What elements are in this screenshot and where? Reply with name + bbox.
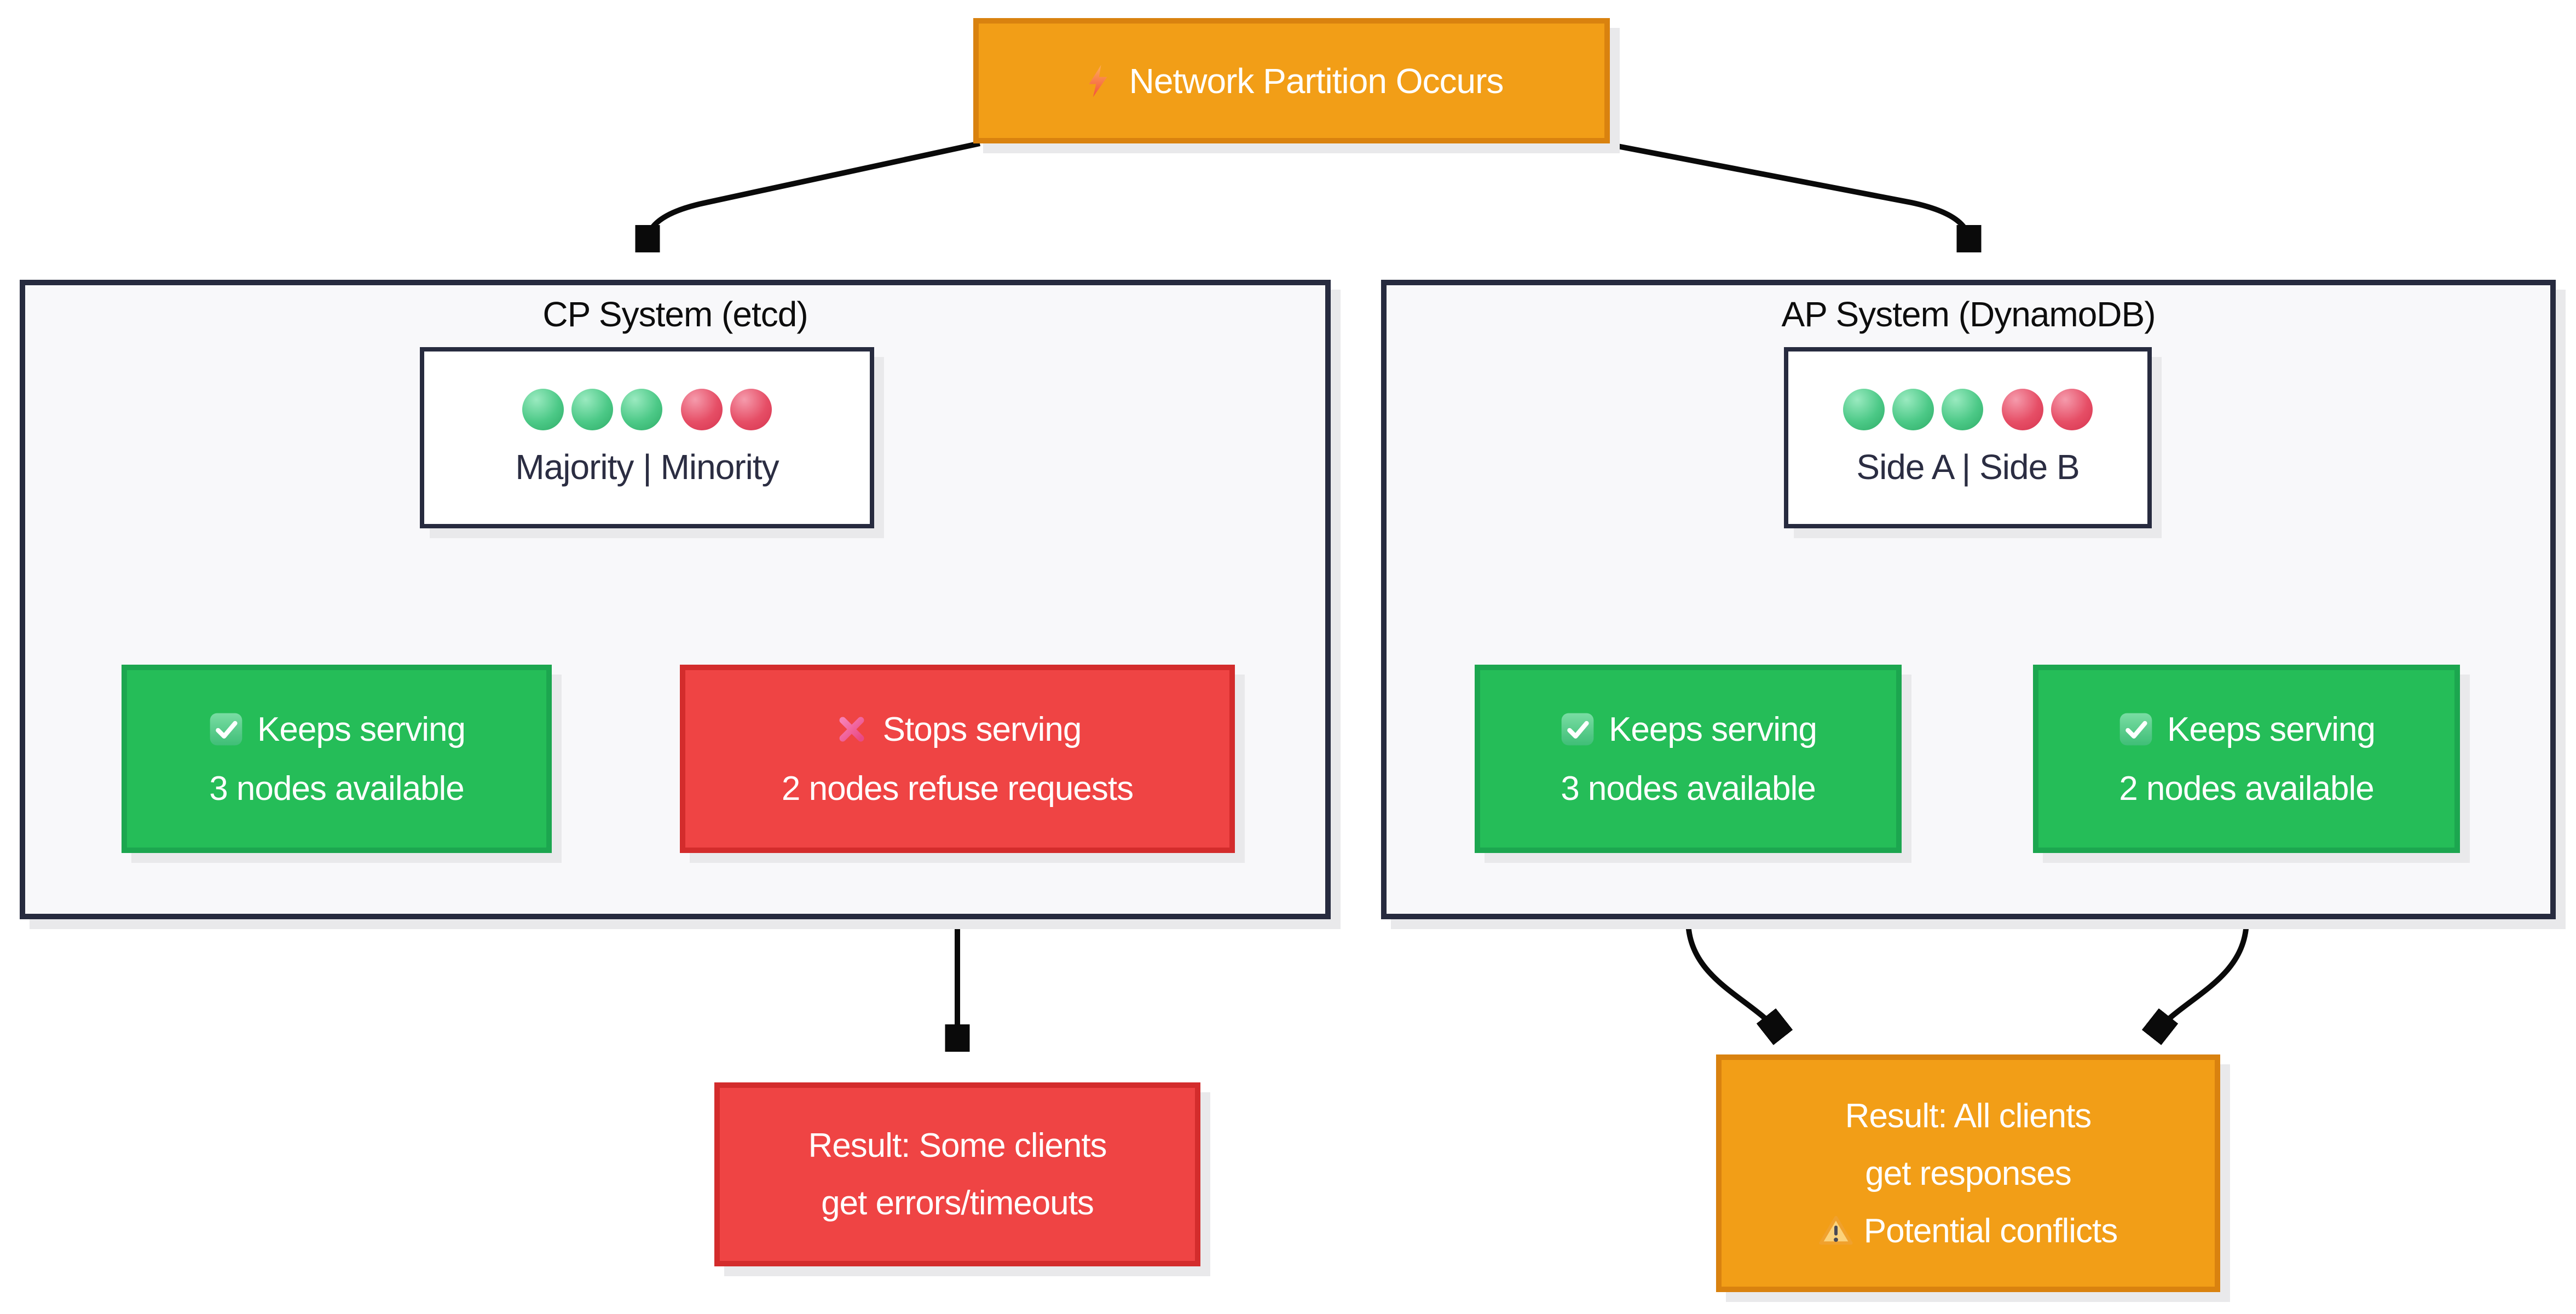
- arrow-partition-to-cp: [648, 141, 981, 247]
- ap-system-title: AP System (DynamoDB): [1781, 295, 2156, 334]
- cp-system-title: CP System (etcd): [542, 295, 808, 334]
- cp-majority-outcome-box: Keeps serving 3 nodes available: [122, 665, 552, 853]
- healthy-node-dot: [571, 388, 613, 430]
- outcome-text: 2 nodes available: [2119, 769, 2375, 808]
- result-text: Potential conflicts: [1863, 1212, 2118, 1250]
- warning-icon: [1819, 1214, 1853, 1248]
- network-partition-label: Network Partition Occurs: [1129, 61, 1504, 101]
- ap-side-a-outcome-box: Keeps serving 3 nodes available: [1475, 665, 1902, 853]
- healthy-node-dot: [621, 388, 662, 430]
- outcome-line: Stops serving: [834, 700, 1082, 759]
- outcome-text: 2 nodes refuse requests: [781, 769, 1134, 808]
- result-text: get errors/timeouts: [821, 1184, 1094, 1222]
- outcome-text: Keeps serving: [2167, 710, 2376, 748]
- partitioned-node-dot: [730, 388, 772, 430]
- ap-cluster-node-box: Side A | Side B: [1784, 347, 2152, 528]
- network-partition-node: Network Partition Occurs: [973, 18, 1610, 143]
- cp-cluster-node-box: Majority | Minority: [420, 347, 874, 528]
- result-text: Result: All clients: [1845, 1097, 2092, 1135]
- partitioned-node-dot: [2002, 388, 2043, 430]
- result-text: get responses: [1865, 1154, 2071, 1192]
- partitioned-node-dot: [2051, 388, 2093, 430]
- result-line: get errors/timeouts: [821, 1174, 1094, 1232]
- lightning-icon: [1080, 63, 1116, 99]
- outcome-line: 2 nodes available: [2119, 759, 2375, 818]
- ap-cluster-label: Side A | Side B: [1856, 447, 2080, 487]
- healthy-node-dot: [1942, 388, 1983, 430]
- result-line: Result: Some clients: [808, 1117, 1107, 1174]
- healthy-node-dot: [1892, 388, 1934, 430]
- cp-result-box: Result: Some clients get errors/timeouts: [714, 1082, 1200, 1266]
- check-icon: [2118, 711, 2154, 747]
- result-line: Result: All clients: [1845, 1087, 2092, 1145]
- outcome-line: 3 nodes available: [1561, 759, 1816, 818]
- check-icon: [208, 711, 244, 747]
- cp-cluster-label: Majority | Minority: [515, 447, 779, 487]
- outcome-text: Keeps serving: [257, 710, 466, 748]
- outcome-text: Keeps serving: [1609, 710, 1817, 748]
- result-text: Result: Some clients: [808, 1127, 1107, 1165]
- arrow-side-a-to-ap-result: [1685, 854, 1780, 1034]
- outcome-line: 2 nodes refuse requests: [781, 759, 1134, 818]
- result-line: Potential conflicts: [1819, 1202, 2118, 1260]
- outcome-text: 3 nodes available: [209, 769, 465, 808]
- arrow-side-b-to-ap-result: [2155, 854, 2249, 1034]
- partitioned-node-dot: [681, 388, 723, 430]
- cp-cluster-dots: [522, 388, 772, 430]
- outcome-line: Keeps serving: [208, 700, 466, 759]
- healthy-node-dot: [1843, 388, 1885, 430]
- outcome-text: 3 nodes available: [1561, 769, 1816, 808]
- outcome-text: Stops serving: [882, 710, 1082, 748]
- healthy-node-dot: [522, 388, 564, 430]
- cp-minority-outcome-box: Stops serving 2 nodes refuse requests: [680, 665, 1235, 853]
- outcome-line: 3 nodes available: [209, 759, 465, 818]
- ap-cluster-dots: [1843, 388, 2093, 430]
- outcome-line: Keeps serving: [2118, 700, 2376, 759]
- ap-side-b-outcome-box: Keeps serving 2 nodes available: [2033, 665, 2460, 853]
- result-line: get responses: [1865, 1145, 2071, 1202]
- cross-icon: [834, 711, 870, 747]
- ap-result-box: Result: All clients get responses Potent…: [1716, 1054, 2220, 1292]
- outcome-line: Keeps serving: [1560, 700, 1817, 759]
- check-icon: [1560, 711, 1596, 747]
- arrow-partition-to-ap: [1603, 141, 1969, 247]
